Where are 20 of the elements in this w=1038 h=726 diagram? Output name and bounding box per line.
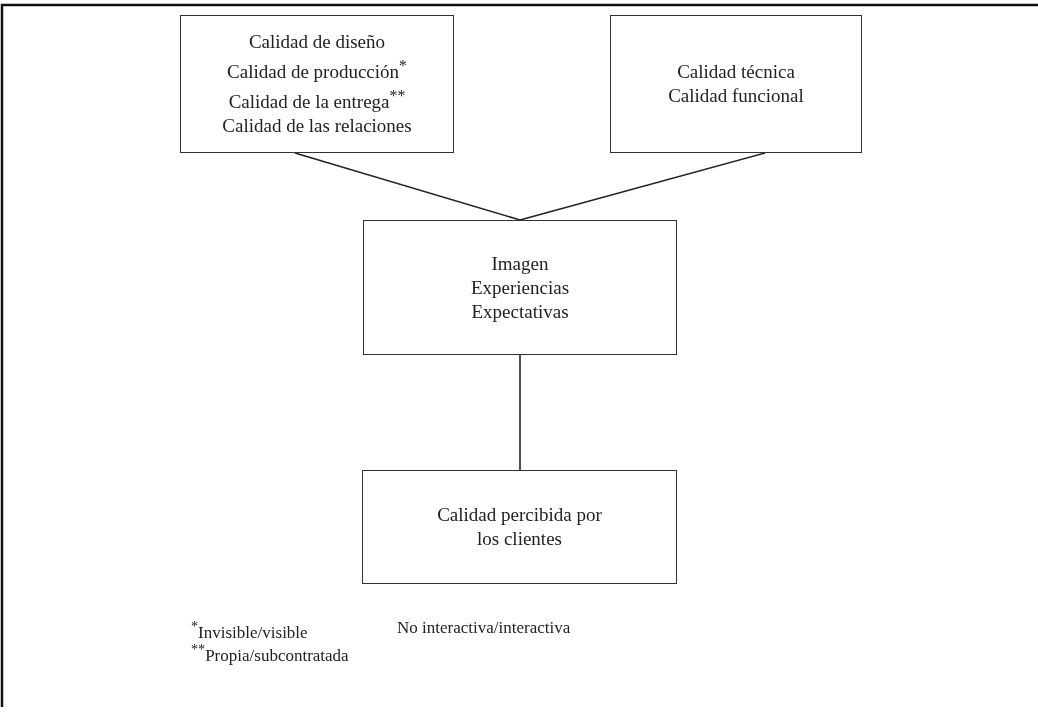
box-text: Calidad funcional: [668, 84, 804, 108]
box-text: Calidad de las relaciones: [222, 114, 412, 139]
box-text: Calidad de producción$^{*}$: [227, 55, 407, 84]
text-box: [362, 470, 677, 584]
footnote-text: $^{*}$Invisible/visible: [191, 618, 308, 643]
box-text: Experiencias: [470, 275, 570, 300]
box-text: Calidad de diseño: [248, 29, 386, 54]
box-text: Calidad de la entrega$^{**}$: [228, 86, 406, 115]
box-text: Calidad percibida por los clientes: [436, 503, 603, 551]
box-text: Calidad técnica: [677, 60, 795, 84]
connector-line: [519, 152, 766, 221]
footnote-text: $^{**}$Propia/subcontratada: [191, 641, 349, 666]
footnote-text: No interactiva/interactiva: [397, 618, 571, 638]
text-box: [610, 15, 862, 153]
box-text: Expectativas: [471, 299, 569, 324]
text-box: [180, 15, 454, 153]
text-box: [363, 220, 677, 355]
connector-line: [519, 354, 521, 471]
connector-line: [294, 152, 521, 221]
box-text: Imagen: [491, 251, 549, 276]
